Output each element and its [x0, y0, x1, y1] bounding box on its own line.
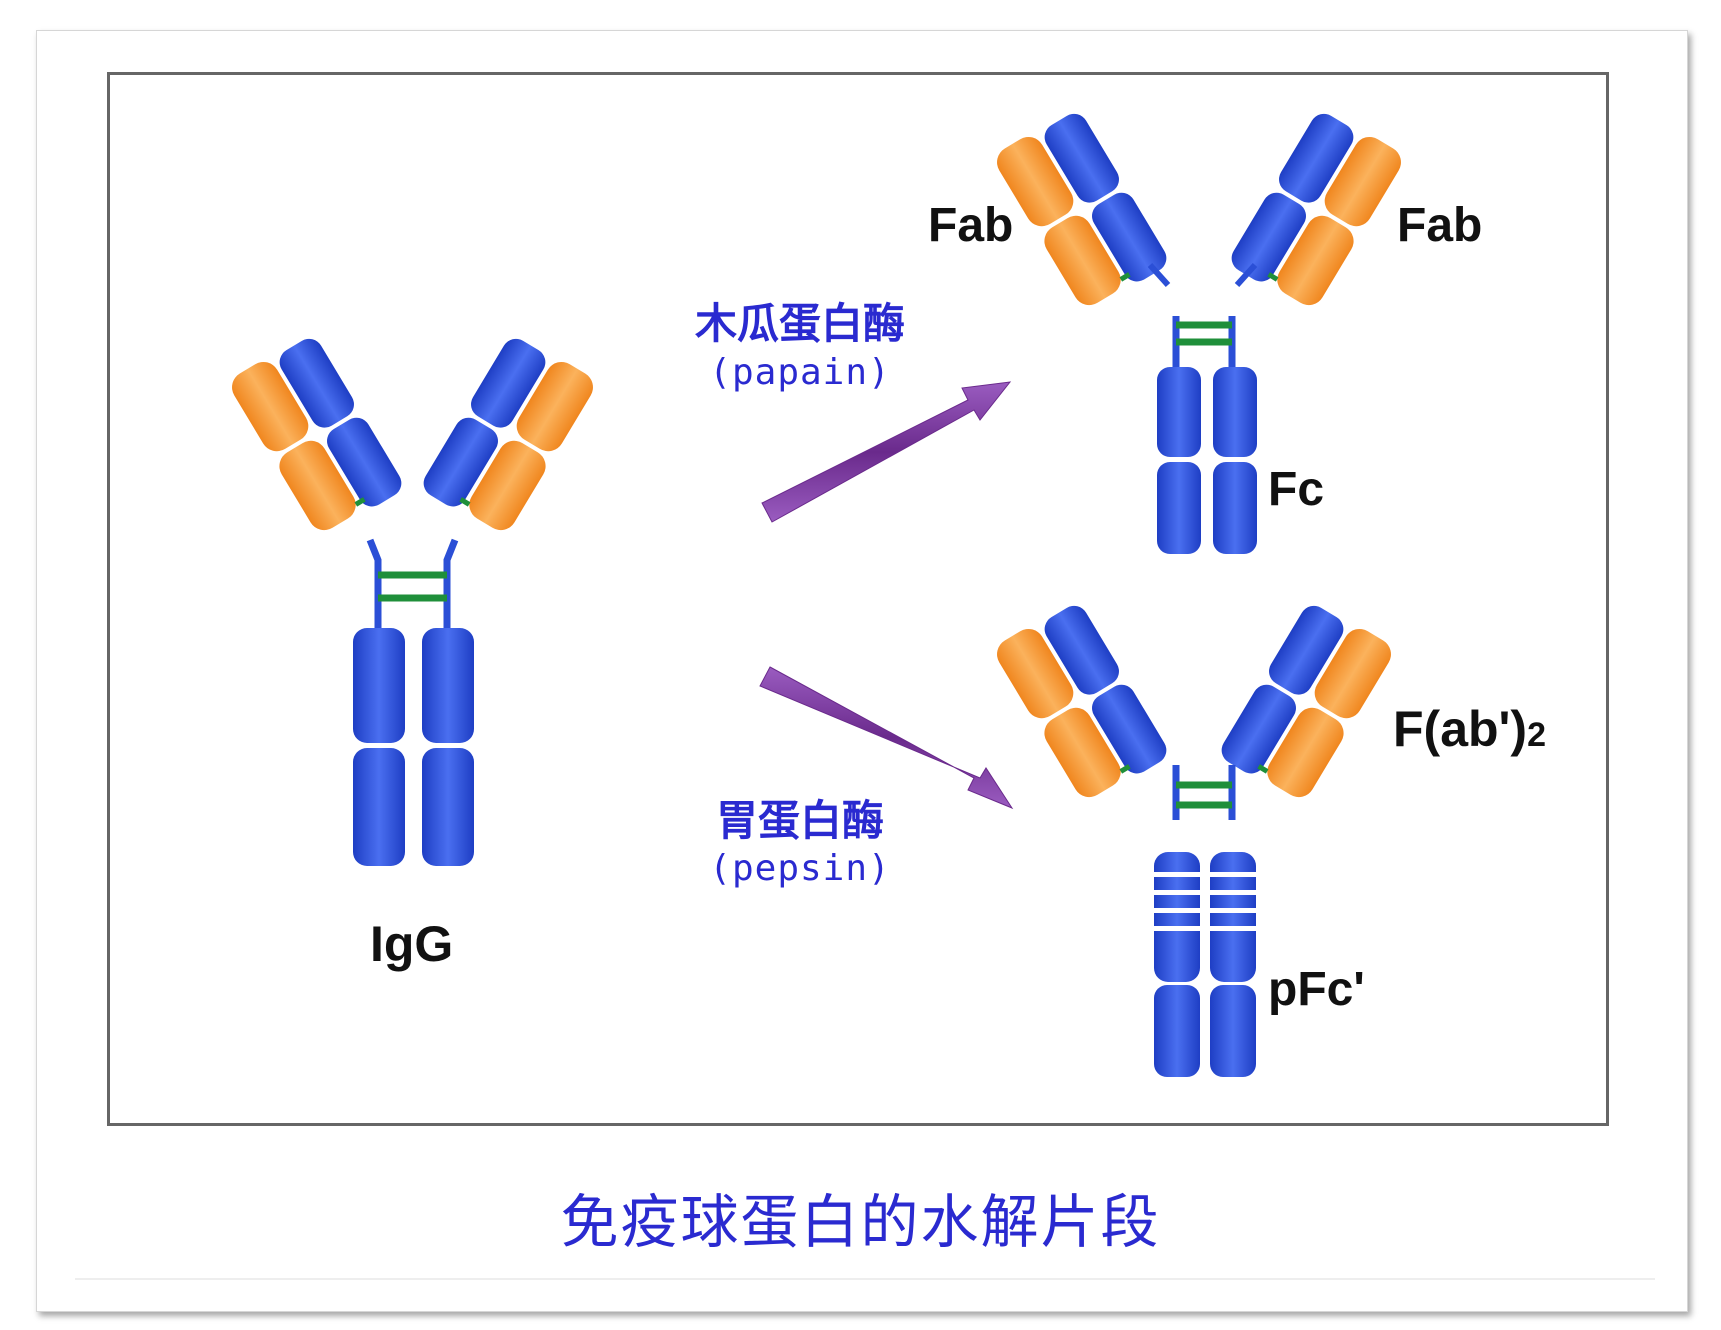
- fab-label-right: Fab: [1397, 199, 1483, 252]
- fab2-label-text: F(ab'): [1393, 701, 1528, 757]
- fab2-label: F(ab')2: [1393, 700, 1546, 758]
- fab-label-left: Fab: [928, 199, 1014, 252]
- figure-caption: 免疫球蛋白的水解片段: [560, 1188, 1161, 1256]
- pepsin-label-english: (pepsin): [709, 848, 891, 889]
- fab-fragment-right: [1226, 105, 1406, 314]
- diagram-frame: [107, 72, 1609, 1126]
- igg-label: IgG: [370, 916, 454, 972]
- igg-fab-arm-right: [418, 330, 598, 539]
- fab2-label-subscript: 2: [1527, 716, 1547, 754]
- pfc-fragment: [1154, 852, 1256, 1077]
- papain-label-chinese: 木瓜蛋白酶: [694, 299, 905, 348]
- igg-fab-arm-left: [226, 330, 406, 539]
- pfc-label: pFc': [1268, 963, 1365, 1016]
- pepsin-arrow: [759, 666, 1014, 810]
- fab-fragment-left: [991, 105, 1171, 314]
- fab2-fragment: [991, 597, 1397, 820]
- igg-molecule: [226, 330, 599, 866]
- papain-label-english: (papain): [709, 352, 891, 393]
- igg-fc-region: [353, 628, 474, 866]
- caption-divider: [75, 1278, 1655, 1280]
- papain-arrow: [761, 381, 1012, 523]
- fc-fragment: [1157, 316, 1257, 554]
- fc-label: Fc: [1268, 463, 1325, 516]
- pepsin-label-chinese: 胃蛋白酶: [715, 796, 884, 845]
